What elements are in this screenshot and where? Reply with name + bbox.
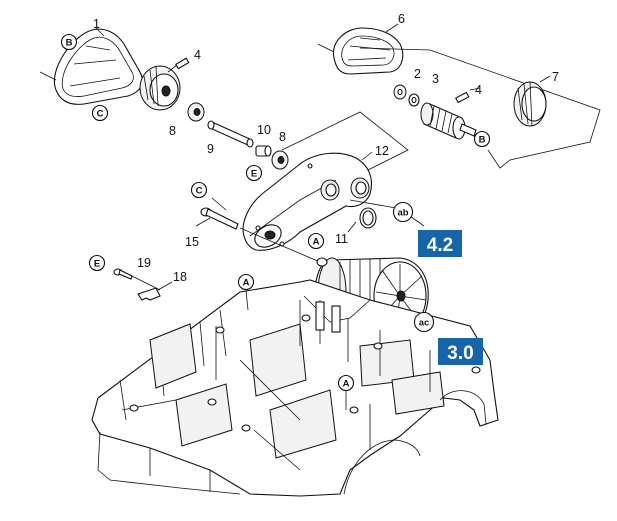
leader-7 — [539, 75, 551, 83]
leader-a-frame — [245, 289, 249, 311]
subassembly-boundary-2 — [281, 111, 409, 171]
base-frame — [91, 279, 499, 497]
callout-7: 7 — [552, 70, 559, 84]
callout-18: 18 — [173, 270, 187, 284]
callout-10: 10 — [257, 123, 271, 137]
bearing-8a — [187, 102, 205, 122]
svg-text:E: E — [251, 169, 257, 180]
ref-circle-a-center: A — [307, 232, 325, 250]
svg-text:E: E — [94, 259, 100, 270]
svg-text:C: C — [97, 109, 104, 120]
washer-2 — [393, 84, 407, 100]
washer-3 — [408, 93, 420, 107]
bearing-8b — [271, 150, 289, 170]
svg-text:ac: ac — [419, 318, 430, 329]
ref-circle-ac: ac — [413, 311, 435, 333]
subassembly-boundary — [359, 47, 601, 169]
svg-text:C: C — [196, 186, 203, 197]
belt-left — [53, 28, 143, 105]
key-4a — [175, 57, 190, 70]
pulley-left — [139, 65, 181, 111]
leader-6 — [385, 23, 399, 33]
ref-circle-c-mid: C — [190, 181, 208, 199]
ref-circle-c-left: C — [91, 104, 109, 122]
badge-4-2[interactable]: 4.2 — [418, 230, 462, 257]
gear-housing-12 — [242, 152, 373, 251]
callout-19: 19 — [137, 256, 151, 270]
ref-circle-b-right: B — [473, 130, 491, 148]
svg-text:B: B — [479, 135, 486, 146]
leader-4b — [469, 87, 481, 91]
callout-11: 11 — [335, 232, 348, 246]
svg-text:A: A — [313, 237, 320, 248]
belt-right — [332, 27, 404, 75]
screw-15 — [200, 207, 239, 230]
pulley-right — [513, 81, 547, 127]
leader-12 — [361, 151, 373, 161]
screw-19 — [113, 268, 133, 280]
key-4b — [455, 91, 470, 104]
callout-6: 6 — [398, 12, 405, 26]
svg-text:4.2: 4.2 — [427, 235, 453, 256]
svg-text:3.0: 3.0 — [447, 343, 473, 364]
callout-12: 12 — [375, 144, 389, 158]
leader-c-mid — [211, 197, 227, 211]
ref-circle-e-low: E — [88, 254, 106, 272]
leader-18 — [157, 281, 173, 291]
svg-text:A: A — [343, 379, 350, 390]
callout-8b: 8 — [279, 130, 286, 144]
svg-text:A: A — [243, 278, 250, 289]
leader-6a — [317, 43, 335, 53]
callout-1: 1 — [93, 17, 100, 31]
leader-1 — [95, 27, 105, 37]
bracket-18 — [137, 287, 161, 301]
ref-circle-a-frame: A — [237, 273, 255, 291]
ref-circle-b-top: B — [60, 33, 78, 51]
callout-2: 2 — [414, 67, 421, 81]
ref-circle-a-lower: A — [337, 374, 355, 392]
gear-shaft — [420, 102, 477, 140]
svg-text:ab: ab — [397, 208, 408, 219]
axis-line — [239, 227, 321, 263]
badge-3-0[interactable]: 3.0 — [438, 338, 483, 365]
ref-circle-e-mid: E — [245, 164, 263, 182]
leader-15 — [195, 217, 211, 227]
callout-9: 9 — [207, 142, 214, 156]
leader-11 — [347, 221, 357, 233]
callout-15: 15 — [185, 235, 199, 249]
callout-4b: 4 — [475, 83, 482, 97]
callout-3: 3 — [432, 72, 439, 86]
callout-8a: 8 — [169, 124, 176, 138]
o-ring-11 — [359, 207, 377, 229]
callout-4a: 4 — [194, 48, 201, 62]
shaft-9 — [207, 120, 254, 148]
leader-1a — [39, 71, 57, 81]
sleeve-10 — [255, 145, 272, 157]
leader-4-2 — [409, 215, 425, 227]
svg-text:B: B — [66, 38, 73, 49]
ref-circle-ab: ab — [392, 201, 414, 223]
leader-ab — [349, 199, 397, 209]
